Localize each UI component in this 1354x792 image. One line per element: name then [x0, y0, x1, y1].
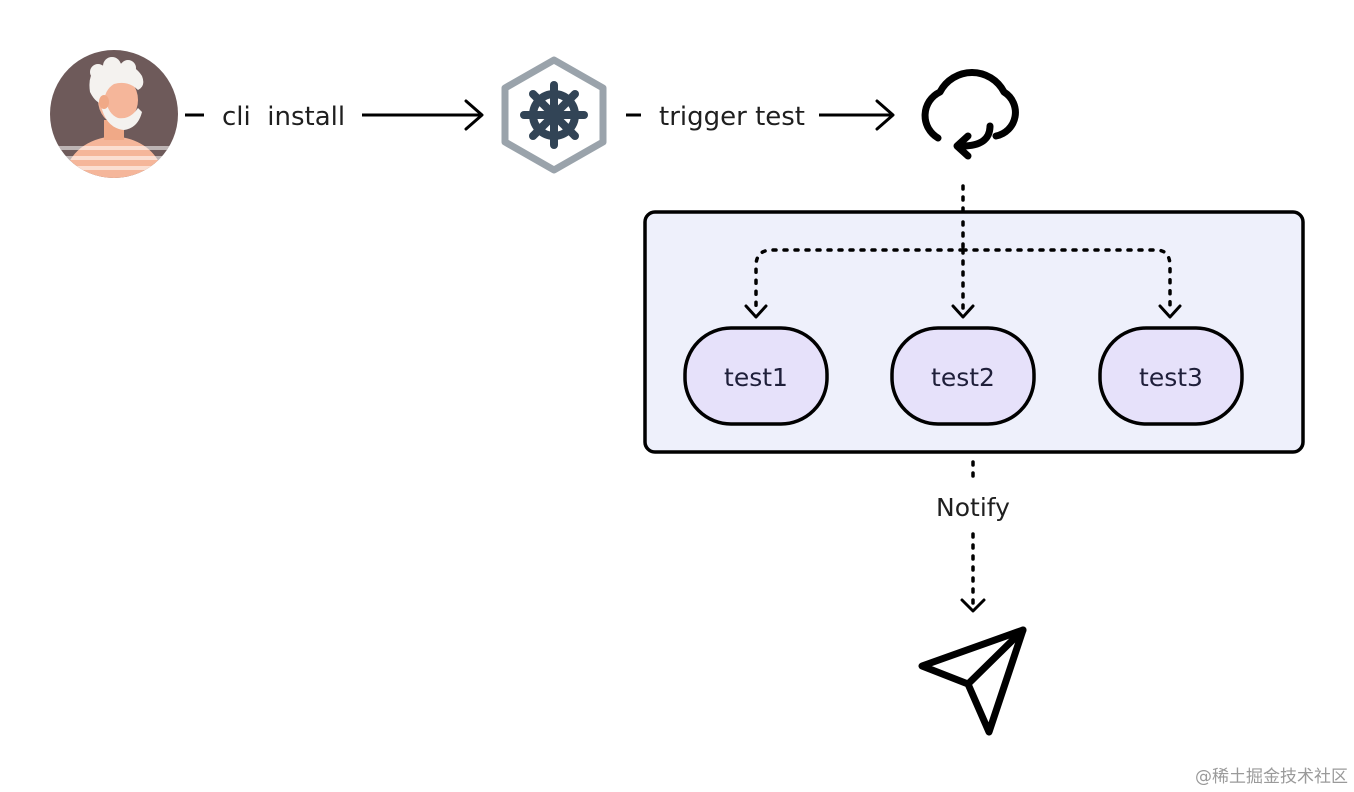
paper-plane-send-icon: [918, 626, 1027, 736]
edge-notify: Notify: [936, 460, 1010, 613]
edge-label-notify: Notify: [936, 493, 1010, 522]
test-node-2: test2: [890, 326, 1036, 426]
test-node-label: test2: [931, 363, 995, 392]
test-node-3: test3: [1098, 326, 1244, 426]
fan-out-arrowheads: [744, 304, 1182, 319]
cloud-sync-icon: [921, 69, 1019, 160]
edge-label-cli-install: cli install: [222, 102, 345, 132]
edge-cli-install: cli install: [185, 99, 484, 132]
edge-trigger-test: trigger test: [626, 99, 895, 132]
test-node-1: test1: [683, 326, 829, 426]
user-avatar-icon: [50, 50, 178, 178]
fan-out-connectors: [754, 220, 1172, 310]
test-node-label: test1: [724, 363, 788, 392]
watermark-text: @稀土掘金技术社区: [1195, 767, 1348, 787]
kubernetes-helm-icon: [501, 56, 607, 174]
edge-label-trigger-test: trigger test: [659, 102, 805, 132]
test-node-label: test3: [1139, 363, 1203, 392]
